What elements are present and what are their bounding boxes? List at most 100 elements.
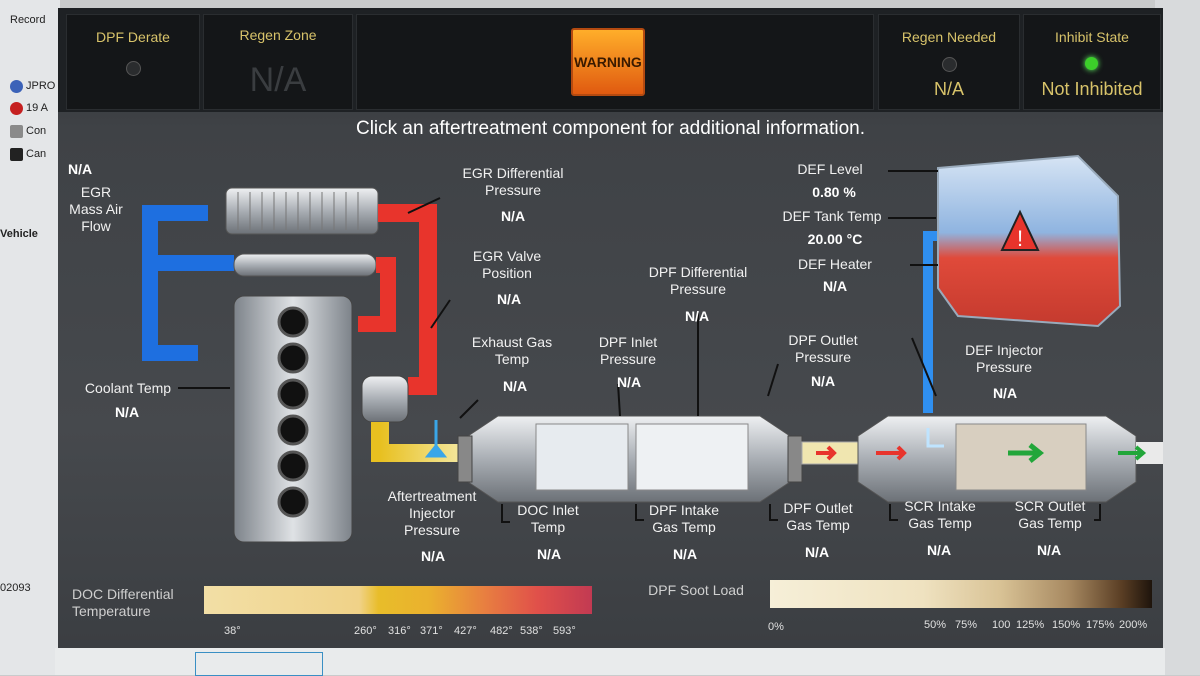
dpf-inlet-pressure-label[interactable]: DPF Inlet Pressure [598,334,658,367]
def-level-label[interactable]: DEF Level [797,161,863,177]
doc-tick-538: 538° [520,625,543,637]
coolant-temp-label[interactable]: Coolant Temp [84,380,172,396]
vehicle-label: Vehicle [0,228,38,240]
regen-zone-tile[interactable]: Regen Zone N/A [203,14,353,110]
inhibit-state-tile[interactable]: Inhibit State Not Inhibited [1023,14,1161,110]
inhibit-state-value: Not Inhibited [1041,79,1143,99]
dpf-outlet-gas-temp-label[interactable]: DPF Outlet Gas Temp [783,500,853,533]
soot-tick-150: 150% [1052,619,1081,631]
exhaust-gas-temp-value: N/A [502,378,528,394]
exhaust-gas-temp-label[interactable]: Exhaust Gas Temp [471,334,553,367]
dpf-element[interactable] [635,423,749,491]
inhibit-state-indicator [1085,57,1098,70]
doc-diff-temp-label: DOC Differential Temperature [72,586,174,619]
intake-pipe[interactable] [142,205,234,361]
dpf-outlet-pressure-label[interactable]: DPF Outlet Pressure [788,332,858,365]
egr-valve-position-value: N/A [496,291,522,307]
connection-icon [10,124,23,138]
record-item[interactable]: Record [10,14,46,26]
scr-element[interactable] [955,423,1087,491]
background-button[interactable] [195,652,323,676]
soot-tick-50: 50% [924,619,947,631]
scr-intake-gas-temp-value: N/A [926,542,952,558]
doc-diff-temp-bar [204,586,592,614]
svg-text:!: ! [1017,226,1023,251]
def-injector-pressure-value: N/A [992,385,1018,401]
warning-button[interactable]: WARNING [571,28,645,96]
doc-tick-260: 260° [354,625,377,637]
def-heater-label[interactable]: DEF Heater [798,256,872,272]
globe-icon [10,79,23,93]
soot-tick-175: 175% [1086,619,1115,631]
def-level-value: 0.80 % [812,184,856,200]
aftertreatment-diagram: ! [142,154,1163,543]
regen-needed-tile[interactable]: Regen Needed N/A [878,14,1020,110]
connection-item[interactable]: Con [10,123,46,139]
doc-tick-371: 371° [420,625,443,637]
stop-icon [10,101,23,115]
regen-zone-label: Regen Zone [239,27,317,43]
egr-cooler[interactable] [233,253,377,277]
egr-diff-pressure-label[interactable]: EGR Differential Pressure [462,165,564,198]
jpro-item[interactable]: JPRO [10,78,55,94]
inhibit-state-label: Inhibit State [1055,29,1129,45]
instruction-text: Click an aftertreatment component for ad… [355,118,866,139]
can-icon [10,147,23,161]
doc-tick-427: 427° [454,625,477,637]
dpf-derate-tile[interactable]: DPF Derate [66,14,200,110]
doc-inlet-temp-label[interactable]: DOC Inlet Temp [517,502,579,535]
exhaust-pipe[interactable] [371,422,462,462]
egr-mass-air-flow-value: N/A [68,161,93,177]
scr-intake-gas-temp-label[interactable]: SCR Intake Gas Temp [904,498,976,531]
charge-air-cooler[interactable] [225,187,379,235]
alert-item[interactable]: 19 A [10,100,48,116]
egr-valve-position-label[interactable]: EGR Valve Position [472,248,542,281]
scr-outlet-gas-temp-value: N/A [1036,542,1062,558]
soot-tick-125: 125% [1016,619,1045,631]
dpf-soot-load-bar [770,580,1152,608]
doc-tick-593: 593° [553,625,576,637]
def-tank-temp-value: 20.00 °C [807,231,863,247]
dpf-soot-load-label: DPF Soot Load [648,582,744,598]
aftertreatment-injector-pressure-label[interactable]: Aftertreatment Injector Pressure [387,488,477,538]
doc-inlet-temp-value: N/A [536,546,562,562]
dpf-diff-pressure-label[interactable]: DPF Differential Pressure [648,264,748,297]
soot-tick-0: 0% [768,621,784,633]
dpf-derate-indicator [126,61,141,76]
aftertreatment-injector[interactable] [424,420,448,458]
regen-needed-indicator [942,57,957,72]
soot-tick-75: 75% [955,619,978,631]
turbocharger[interactable] [361,375,409,423]
aftertreatment-panel: DPF Derate Regen Zone N/A WARNING Regen … [58,8,1163,648]
def-injector-pressure-label[interactable]: DEF Injector Pressure [965,342,1043,375]
soot-tick-100: 100 [992,619,1011,631]
egr-diff-pressure-value: N/A [500,208,526,224]
dpf-inlet-pressure-value: N/A [616,374,642,390]
aftertreatment-injector-pressure-value: N/A [420,548,446,564]
doc-tick-38: 38° [224,625,241,637]
can-item[interactable]: Can [10,146,46,162]
code-label: 02093 [0,582,31,594]
doc-tick-482: 482° [490,625,513,637]
background-bottom-strip [55,648,1165,676]
scr-outlet-gas-temp-label[interactable]: SCR Outlet Gas Temp [1014,498,1086,531]
egr-hot-pipe[interactable] [358,204,437,395]
def-tank-temp-label[interactable]: DEF Tank Temp [782,208,882,224]
background-app-strip: Record JPRO 19 A Con Can Vehicle 02093 [0,0,60,675]
dpf-intake-gas-temp-value: N/A [672,546,698,562]
doc-element[interactable] [535,423,629,491]
coolant-temp-value: N/A [114,404,140,420]
regen-zone-value: N/A [249,61,307,99]
dpf-intake-gas-temp-label[interactable]: DPF Intake Gas Temp [648,502,720,535]
regen-needed-label: Regen Needed [901,29,997,45]
dpf-derate-label: DPF Derate [96,29,170,45]
def-heater-value: N/A [822,278,848,294]
doc-tick-316: 316° [388,625,411,637]
dpf-outlet-pressure-value: N/A [810,373,836,389]
dpf-outlet-gas-temp-value: N/A [804,544,830,560]
regen-needed-value: N/A [933,79,964,99]
dpf-diff-pressure-value: N/A [684,308,710,324]
egr-mass-air-flow-label[interactable]: EGR Mass Air Flow [69,184,123,234]
def-warning-icon [1000,209,1040,251]
soot-tick-200: 200% [1119,619,1148,631]
